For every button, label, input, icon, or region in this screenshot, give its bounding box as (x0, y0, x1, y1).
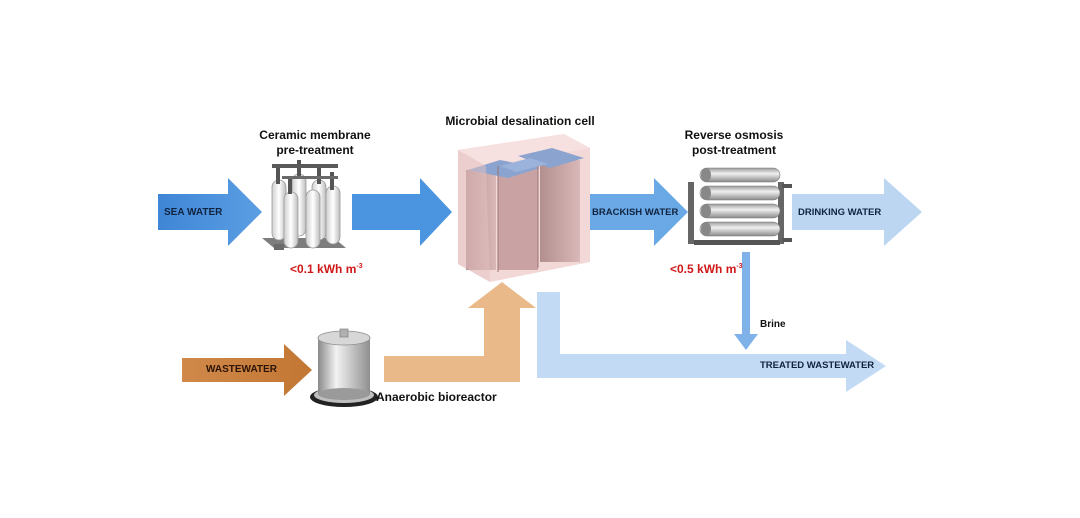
ceramic-membrane-icon (262, 160, 346, 250)
reverse-osmosis-icon (688, 167, 792, 245)
ceramic-energy-value: <0.1 kWh m (290, 262, 357, 276)
wastewater-arrow (182, 344, 312, 396)
wastewater-label: WASTEWATER (206, 364, 277, 375)
anaerobic-bioreactor-icon (310, 328, 378, 407)
brackish-water-label: BRACKISH WATER (592, 207, 679, 218)
sea-water-arrow (158, 178, 262, 246)
brackish-water-arrow (590, 178, 688, 246)
ceramic-energy-exponent: -3 (356, 263, 363, 270)
sea-water-label: SEA WATER (164, 207, 223, 218)
brine-arrow-head (734, 334, 758, 350)
ceramic-title-line2: pre-treatment (276, 143, 354, 157)
treated-wastewater-arrow (537, 292, 886, 392)
anaerobic-bioreactor-title: Anaerobic bioreactor (376, 390, 497, 404)
treated-wastewater-label: TREATED WASTEWATER (760, 360, 875, 371)
brine-label: Brine (760, 319, 786, 330)
ro-energy-value: <0.5 kWh m (670, 262, 737, 276)
reverse-osmosis-title: Reverse osmosis post-treatment (664, 128, 804, 158)
bioreactor-to-mdc-arrow (384, 282, 536, 382)
drinking-water-arrow (792, 178, 922, 246)
microbial-desalination-cell-icon (458, 134, 590, 282)
ro-energy-exponent: -3 (736, 263, 743, 270)
ro-energy-label: <0.5 kWh m-3 (670, 262, 743, 276)
ceramic-energy-label: <0.1 kWh m-3 (290, 262, 363, 276)
ro-title-line1: Reverse osmosis (684, 128, 784, 142)
mdc-title: Microbial desalination cell (445, 114, 595, 128)
ceramic-to-mdc-arrow (352, 178, 452, 246)
ceramic-title-line1: Ceramic membrane (259, 128, 371, 142)
drinking-water-label: DRINKING WATER (798, 207, 882, 218)
brine-arrow-shaft (742, 252, 750, 336)
ro-title-line2: post-treatment (691, 143, 776, 157)
ceramic-membrane-title: Ceramic membrane pre-treatment (240, 128, 390, 158)
